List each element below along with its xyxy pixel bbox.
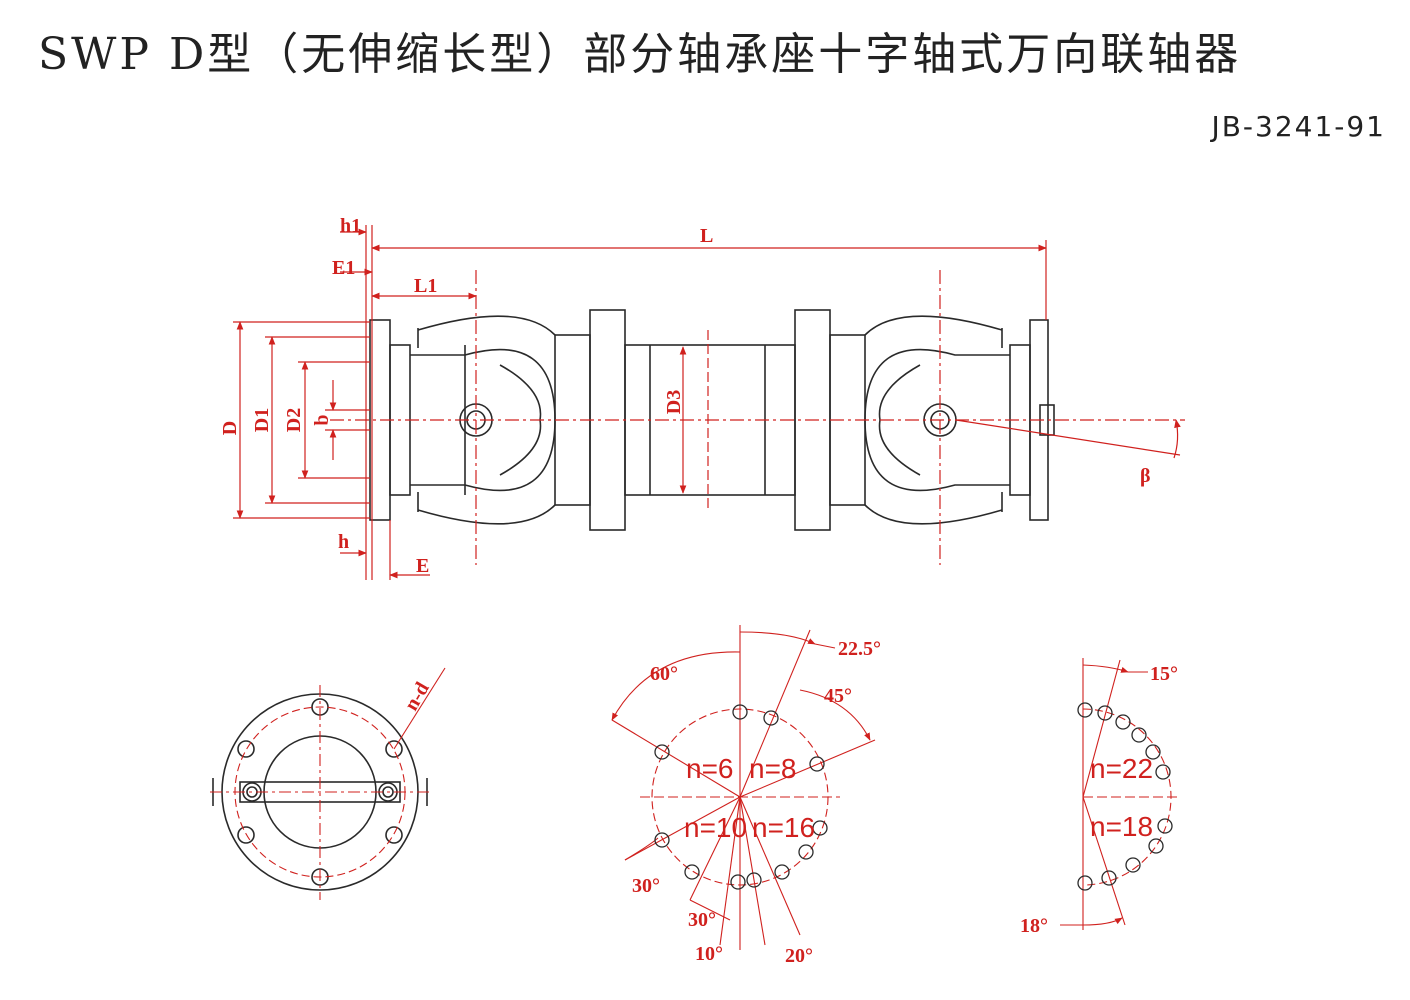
dim-e1: E1 bbox=[332, 257, 355, 279]
angle-30-a: 30° bbox=[632, 875, 660, 897]
page-title: SWP D型（无伸缩长型）部分轴承座十字轴式万向联轴器 bbox=[38, 29, 1242, 80]
angle-18: 18° bbox=[1020, 915, 1048, 937]
count-n18: n=18 bbox=[1090, 811, 1153, 842]
end-view: n-d bbox=[210, 667, 446, 900]
dim-h: h bbox=[338, 531, 349, 553]
dim-e: E bbox=[416, 555, 429, 577]
end-view-label: n-d bbox=[400, 678, 434, 714]
dim-d1: D1 bbox=[251, 408, 273, 432]
dim-b: b bbox=[311, 414, 333, 425]
count-n16: n=16 bbox=[752, 812, 815, 843]
dim-d2: D2 bbox=[283, 408, 305, 432]
angle-45: 45° bbox=[824, 685, 852, 707]
standard-number: JB-3241-91 bbox=[1211, 110, 1386, 143]
angle-30-b: 30° bbox=[688, 909, 716, 931]
dim-h1: h1 bbox=[340, 215, 361, 237]
dim-beta: β bbox=[1140, 465, 1151, 487]
count-n6: n=6 bbox=[686, 753, 734, 784]
angle-22-5: 22.5° bbox=[838, 638, 881, 660]
dim-l: L bbox=[700, 225, 713, 247]
dim-d3: D3 bbox=[663, 390, 685, 414]
angle-15: 15° bbox=[1150, 663, 1178, 685]
dim-l1: L1 bbox=[414, 275, 437, 297]
count-n10: n=10 bbox=[684, 812, 747, 843]
count-n22: n=22 bbox=[1090, 753, 1153, 784]
angle-10: 10° bbox=[695, 943, 723, 965]
bolt-pattern-left: 22.5° 60° 45° 30° 30° 10° 20° n=6 n=8 n=… bbox=[611, 625, 881, 967]
count-n8: n=8 bbox=[749, 753, 797, 784]
side-view-dimensions bbox=[233, 225, 1185, 580]
dim-d: D bbox=[219, 421, 241, 435]
angle-20: 20° bbox=[785, 945, 813, 967]
angle-60: 60° bbox=[650, 663, 678, 685]
side-view-labels: h1 E1 L L1 D D1 D2 b D3 h E β bbox=[219, 215, 1151, 577]
bolt-pattern-right: 15° 18° n=22 n=18 bbox=[1020, 658, 1180, 937]
